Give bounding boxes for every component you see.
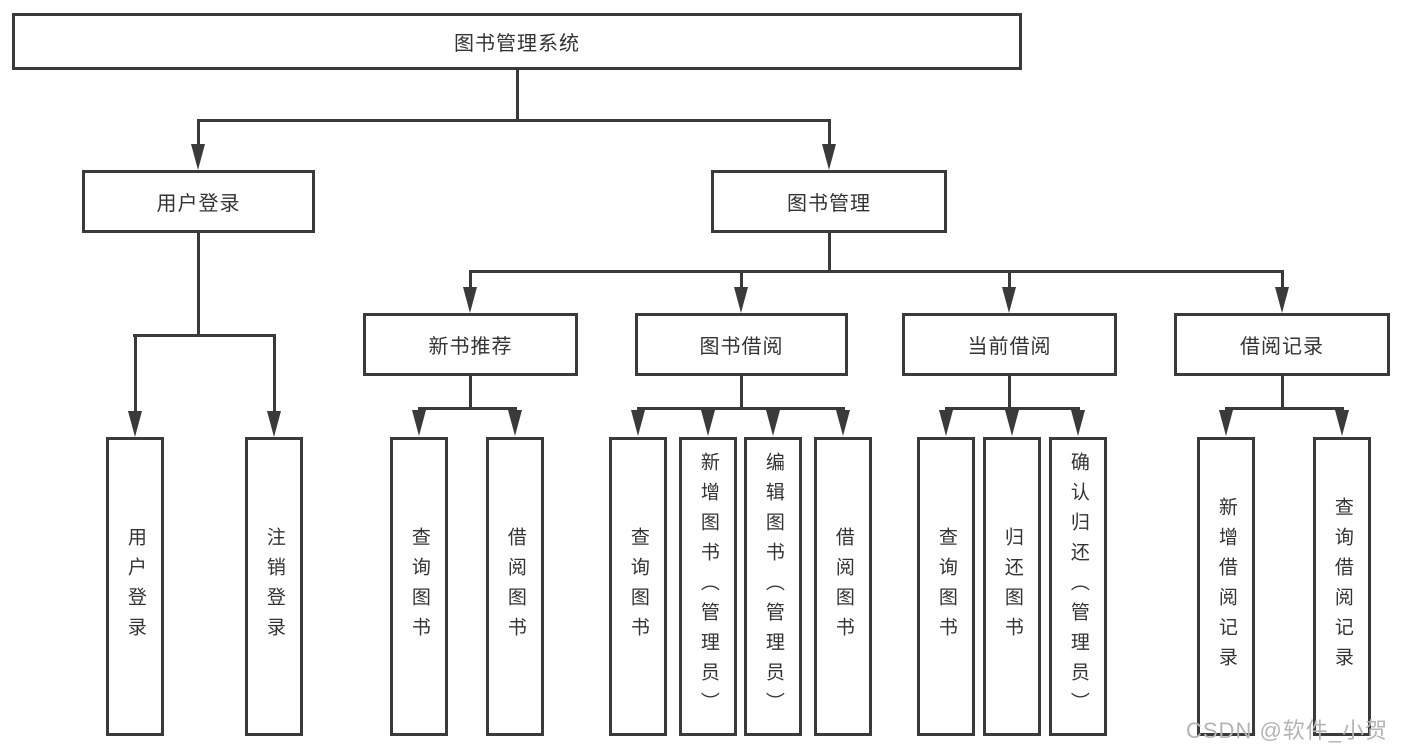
v-line (516, 70, 519, 121)
arrowhead (191, 144, 205, 170)
leaf-logout: 注销登录 (245, 437, 303, 736)
leaf-label: 确认归还（管理员） (1067, 451, 1089, 722)
node-label: 用户登录 (156, 193, 241, 215)
leaf-label: 查询图书 (935, 526, 957, 647)
arrowhead (1219, 410, 1233, 436)
node-label: 图书管理 (787, 193, 871, 215)
arrowhead (267, 411, 281, 437)
node-label: 当前借阅 (967, 336, 1052, 358)
v-line (1281, 376, 1284, 409)
leaf-label: 新增借阅记录 (1215, 496, 1237, 677)
leaf-add-books-admin: 新增图书（管理员） (679, 437, 737, 736)
v-line (1008, 376, 1011, 409)
v-line (197, 233, 200, 337)
arrowhead (1002, 287, 1016, 313)
node-label: 图书借阅 (699, 336, 784, 358)
arrowhead (939, 410, 953, 436)
arrowhead (412, 410, 426, 436)
leaf-label: 新增图书（管理员） (697, 451, 719, 722)
leaf-query-books-borrow: 查询图书 (609, 437, 667, 736)
arrowhead (822, 144, 836, 170)
arrowhead (1275, 287, 1289, 313)
leaf-user-login: 用户登录 (106, 437, 164, 736)
arrowhead (1005, 410, 1019, 436)
v-line (134, 334, 137, 412)
arrowhead (508, 410, 522, 436)
leaf-label: 查询借阅记录 (1331, 496, 1353, 677)
v-line (828, 119, 831, 147)
arrowhead (836, 410, 850, 436)
v-line (197, 119, 200, 147)
node-label: 新书推荐 (428, 336, 513, 358)
node-book-management-system: 图书管理系统 (12, 13, 1022, 70)
node-label: 借阅记录 (1240, 336, 1324, 358)
v-line (740, 376, 743, 409)
arrowhead (463, 287, 477, 313)
h-line (133, 334, 276, 337)
node-borrow-records: 借阅记录 (1174, 313, 1390, 376)
node-current-borrow: 当前借阅 (902, 313, 1117, 376)
h-line (637, 407, 845, 410)
h-line (418, 407, 517, 410)
v-line (1281, 270, 1284, 290)
arrowhead (128, 411, 142, 437)
leaf-query-books-current: 查询图书 (917, 437, 975, 736)
leaf-label: 归还图书 (1001, 526, 1023, 647)
leaf-add-borrow-record: 新增借阅记录 (1197, 437, 1255, 736)
node-new-book-recommend: 新书推荐 (363, 313, 578, 376)
h-line (197, 119, 831, 122)
leaf-return-books: 归还图书 (983, 437, 1041, 736)
node-user-login: 用户登录 (82, 170, 315, 233)
leaf-query-books-recommend: 查询图书 (390, 437, 448, 736)
csdn-watermark: CSDN @软件_小贺同学 (1186, 718, 1389, 743)
leaf-label: 用户登录 (124, 526, 146, 647)
leaf-label: 注销登录 (263, 526, 285, 647)
node-book-borrow: 图书借阅 (635, 313, 848, 376)
h-line (469, 270, 1284, 273)
arrowhead (631, 410, 645, 436)
v-line (1008, 270, 1011, 290)
arrowhead (734, 287, 748, 313)
leaf-label: 借阅图书 (832, 526, 854, 647)
h-line (945, 407, 1080, 410)
arrowhead (1335, 410, 1349, 436)
leaf-label: 编辑图书（管理员） (762, 451, 784, 722)
node-book-management: 图书管理 (711, 170, 947, 233)
leaf-borrow-books-recommend: 借阅图书 (486, 437, 544, 736)
leaf-confirm-return-admin: 确认归还（管理员） (1049, 437, 1107, 736)
arrowhead (766, 410, 780, 436)
v-line (828, 233, 831, 273)
leaf-label: 查询图书 (627, 526, 649, 647)
h-line (1225, 407, 1344, 410)
v-line (740, 270, 743, 290)
leaf-label: 查询图书 (408, 526, 430, 647)
node-label: 图书管理系统 (454, 33, 580, 55)
leaf-label: 借阅图书 (504, 526, 526, 647)
v-line (469, 376, 472, 409)
arrowhead (701, 410, 715, 436)
v-line (469, 270, 472, 290)
v-line (273, 334, 276, 412)
leaf-edit-books-admin: 编辑图书（管理员） (744, 437, 802, 736)
leaf-query-borrow-record: 查询借阅记录 (1313, 437, 1371, 736)
arrowhead (1071, 410, 1085, 436)
leaf-borrow-books: 借阅图书 (814, 437, 872, 736)
